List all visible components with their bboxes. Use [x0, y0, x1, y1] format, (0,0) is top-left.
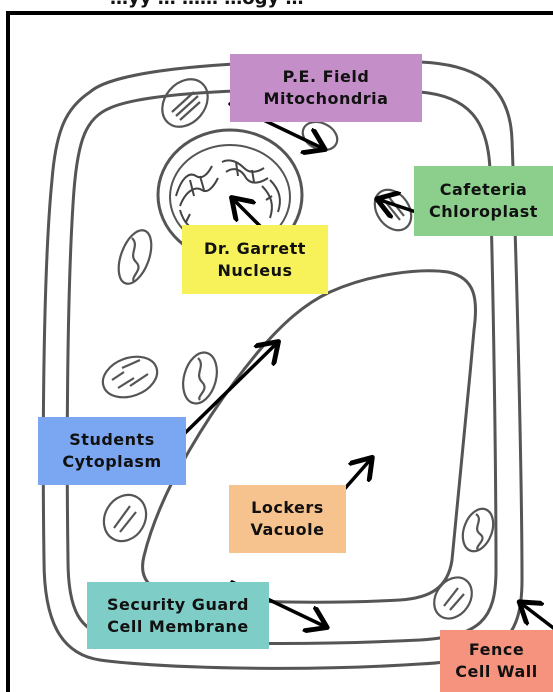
label-vacuole-line2: Vacuole — [250, 519, 324, 541]
mitochondrion-mid — [178, 349, 222, 408]
chloroplast-bottom-left — [96, 487, 155, 549]
arrow-cytoplasm — [184, 344, 276, 434]
label-nucleus-line1: Dr. Garrett — [204, 238, 306, 260]
chromatin — [176, 160, 280, 228]
label-cytoplasm: Students Cytoplasm — [38, 417, 186, 485]
label-nucleus: Dr. Garrett Nucleus — [182, 225, 328, 294]
label-mitochondria-line1: P.E. Field — [283, 66, 370, 88]
label-cell-membrane: Security Guard Cell Membrane — [87, 582, 269, 649]
label-chloroplast-line2: Chloroplast — [429, 201, 538, 223]
label-vacuole-line1: Lockers — [251, 497, 324, 519]
chloroplast-top-left — [153, 70, 217, 136]
label-mitochondria-line2: Mitochondria — [264, 88, 389, 110]
mitochondrion-right — [457, 505, 498, 556]
label-cell-wall-line1: Fence — [469, 639, 524, 661]
label-nucleus-line2: Nucleus — [217, 260, 292, 282]
label-cytoplasm-line2: Cytoplasm — [62, 451, 161, 473]
chloroplast-mid-left — [97, 350, 163, 405]
label-cell-membrane-line2: Cell Membrane — [107, 616, 248, 638]
label-chloroplast-line1: Cafeteria — [440, 179, 528, 201]
label-vacuole: Lockers Vacuole — [229, 485, 346, 553]
chloroplast-bottom-right — [426, 570, 479, 626]
label-cell-wall: Fence Cell Wall — [440, 630, 553, 692]
label-cytoplasm-line1: Students — [69, 429, 154, 451]
label-cell-wall-line2: Cell Wall — [455, 661, 537, 683]
mitochondrion-left — [112, 226, 157, 288]
label-cell-membrane-line1: Security Guard — [107, 594, 249, 616]
label-chloroplast: Cafeteria Chloroplast — [414, 166, 553, 236]
arrow-cell-wall — [522, 604, 553, 630]
label-mitochondria: P.E. Field Mitochondria — [230, 54, 422, 122]
mitochondrion-top — [298, 117, 342, 156]
